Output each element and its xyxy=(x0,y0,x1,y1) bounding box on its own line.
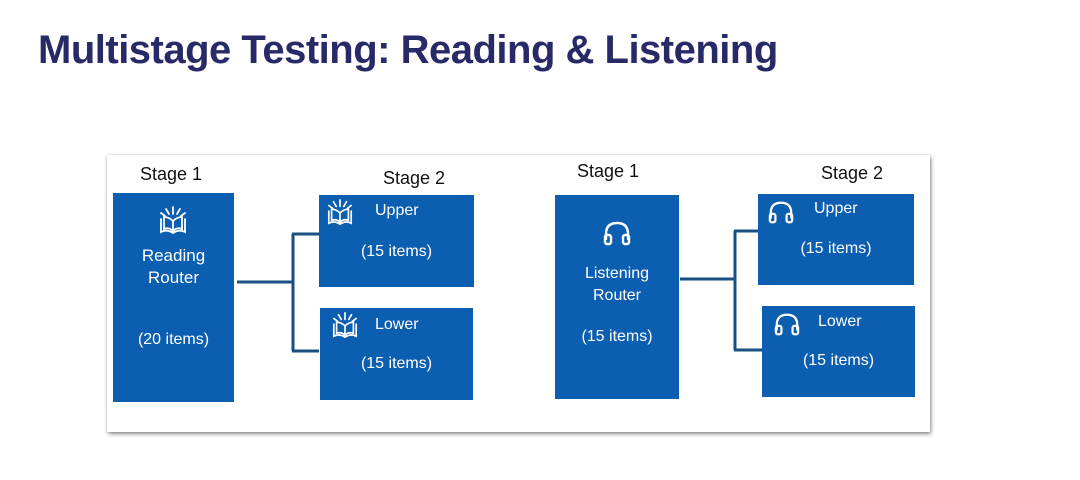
reading-upper-items: (15 items) xyxy=(360,243,433,260)
open-book-icon xyxy=(327,199,353,226)
reading-lower-items: (15 items) xyxy=(360,355,433,372)
listening-upper-items: (15 items) xyxy=(800,240,872,257)
open-book-icon xyxy=(332,312,358,339)
diagram-panel: Stage 1 Stage 2 Reading Router (20 items… xyxy=(107,155,930,432)
listening-upper-label: Upper xyxy=(814,200,858,217)
headphones-icon xyxy=(768,201,794,224)
listening-lower-box: Lower (15 items) xyxy=(762,306,915,397)
reading-router-subtitle: Router xyxy=(147,268,200,287)
reading-router-box: Reading Router (20 items) xyxy=(113,193,234,402)
listening-stage1-label: Stage 1 xyxy=(577,161,640,181)
reading-stage2-label: Stage 2 xyxy=(383,168,446,188)
listening-lower-label: Lower xyxy=(818,313,862,330)
slide-title: Multistage Testing: Reading & Listening xyxy=(38,28,778,72)
listening-stage2-label: Stage 2 xyxy=(821,163,884,183)
reading-upper-label: Upper xyxy=(375,202,419,219)
reading-stage1-label: Stage 1 xyxy=(140,164,203,184)
listening-router-items: (15 items) xyxy=(581,328,653,345)
listening-router-box: Listening Router (15 items) xyxy=(555,195,679,399)
listening-lower-items: (15 items) xyxy=(802,352,875,369)
listening-router-title: Listening xyxy=(584,265,650,282)
reading-router-title: Reading xyxy=(141,246,206,265)
reading-lower-box: Lower (15 items) xyxy=(320,308,473,400)
listening-router-subtitle: Router xyxy=(592,287,642,304)
listening-upper-box: Upper (15 items) xyxy=(758,194,914,285)
open-book-icon xyxy=(160,206,186,235)
reading-lower-label: Lower xyxy=(375,316,419,333)
headphones-icon xyxy=(774,313,800,336)
reading-router-items: (20 items) xyxy=(137,331,210,348)
headphones-icon xyxy=(603,221,631,246)
reading-upper-box: Upper (15 items) xyxy=(319,195,474,287)
